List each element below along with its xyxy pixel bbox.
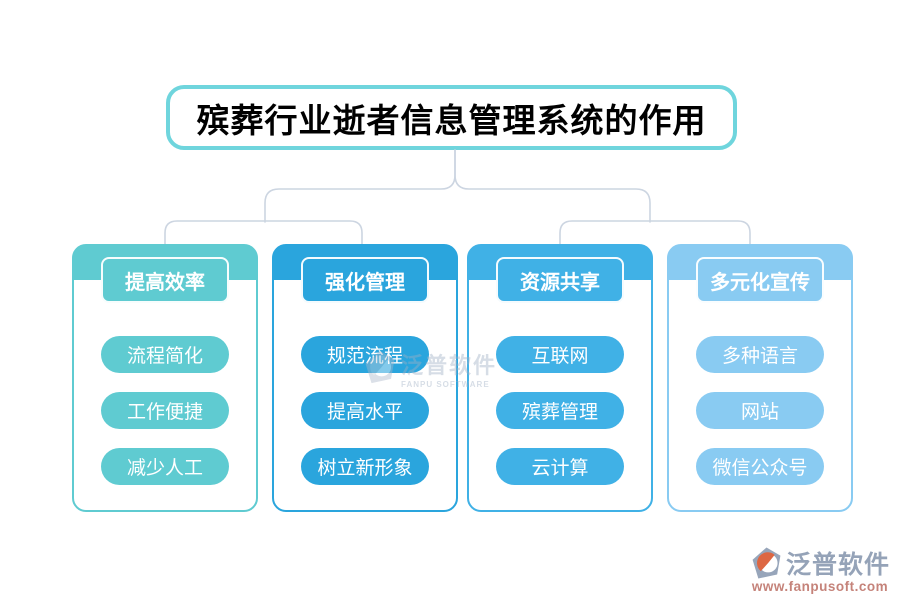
card-improve-efficiency: 提高效率 流程简化 工作便捷 减少人工 [72, 244, 258, 512]
card-item: 云计算 [496, 448, 624, 485]
brand-url: www.fanpusoft.com [751, 579, 889, 594]
card-item: 规范流程 [301, 336, 429, 373]
connector-branch-right [454, 149, 651, 223]
card-header: 多元化宣传 [696, 257, 824, 303]
connector-branch-left [264, 149, 456, 223]
connector-bar-left [164, 220, 363, 247]
card-item: 殡葬管理 [496, 392, 624, 429]
card-item: 微信公众号 [696, 448, 824, 485]
card-item: 多种语言 [696, 336, 824, 373]
card-item: 网站 [696, 392, 824, 429]
card-header-label: 提高效率 [125, 271, 205, 294]
card-item: 提高水平 [301, 392, 429, 429]
card-header: 提高效率 [101, 257, 229, 303]
card-header-label: 多元化宣传 [710, 271, 810, 294]
card-item: 流程简化 [101, 336, 229, 373]
card-header: 资源共享 [496, 257, 624, 303]
card-diversified-publicity: 多元化宣传 多种语言 网站 微信公众号 [667, 244, 853, 512]
brand-logo-icon [752, 547, 781, 579]
diagram-title-node: 殡葬行业逝者信息管理系统的作用 [166, 85, 737, 150]
card-resource-sharing: 资源共享 互联网 殡葬管理 云计算 [467, 244, 653, 512]
card-header-label: 强化管理 [325, 271, 405, 294]
card-item: 减少人工 [101, 448, 229, 485]
card-item: 树立新形象 [301, 448, 429, 485]
card-strengthen-management: 强化管理 规范流程 提高水平 树立新形象 [272, 244, 458, 512]
card-header: 强化管理 [301, 257, 429, 303]
brand-name: 泛普软件 [785, 551, 890, 579]
card-header-label: 资源共享 [520, 271, 600, 294]
card-item: 互联网 [496, 336, 624, 373]
brand-footer: 泛普软件 www.fanpusoft.com [750, 545, 890, 594]
card-item: 工作便捷 [101, 392, 229, 429]
diagram-title-text: 殡葬行业逝者信息管理系统的作用 [196, 101, 707, 139]
connector-bar-right [559, 220, 751, 247]
